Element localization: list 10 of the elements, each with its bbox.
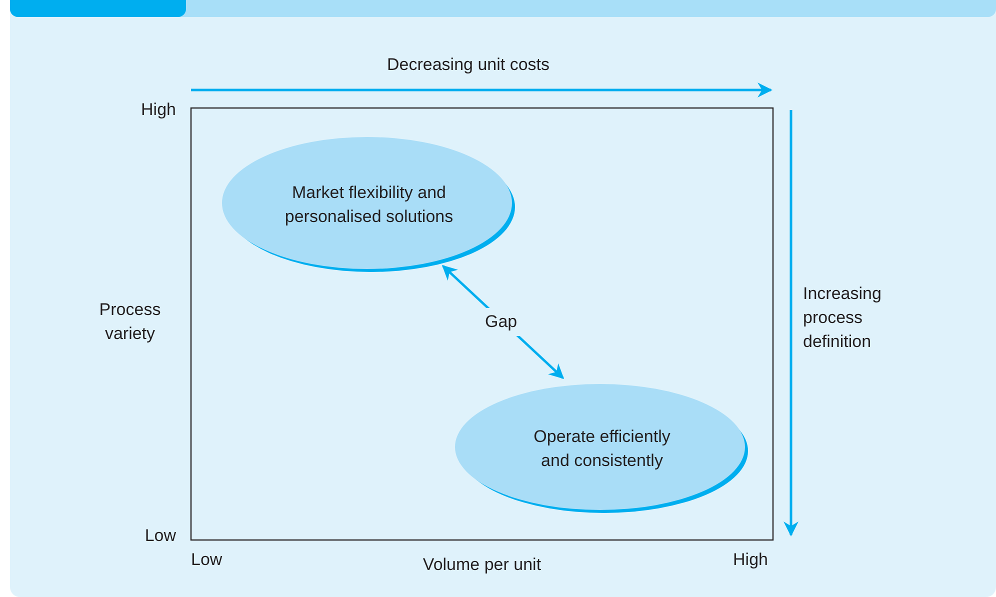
ellipse-text: Market flexibility and personalised solutions — [284, 182, 454, 228]
ellipse-text: Operate efficiently and consistently — [532, 426, 672, 472]
axis-label: High — [140, 99, 176, 121]
axis-label: Low — [144, 525, 176, 547]
axis-title: Increasing process definition — [803, 283, 882, 353]
axis-label: High — [732, 549, 768, 571]
axis-title: Volume per unit — [422, 554, 542, 576]
axis-title: Decreasing unit costs — [387, 54, 551, 76]
axis-title: Process variety — [98, 299, 162, 345]
axis-label: Low — [191, 549, 224, 571]
